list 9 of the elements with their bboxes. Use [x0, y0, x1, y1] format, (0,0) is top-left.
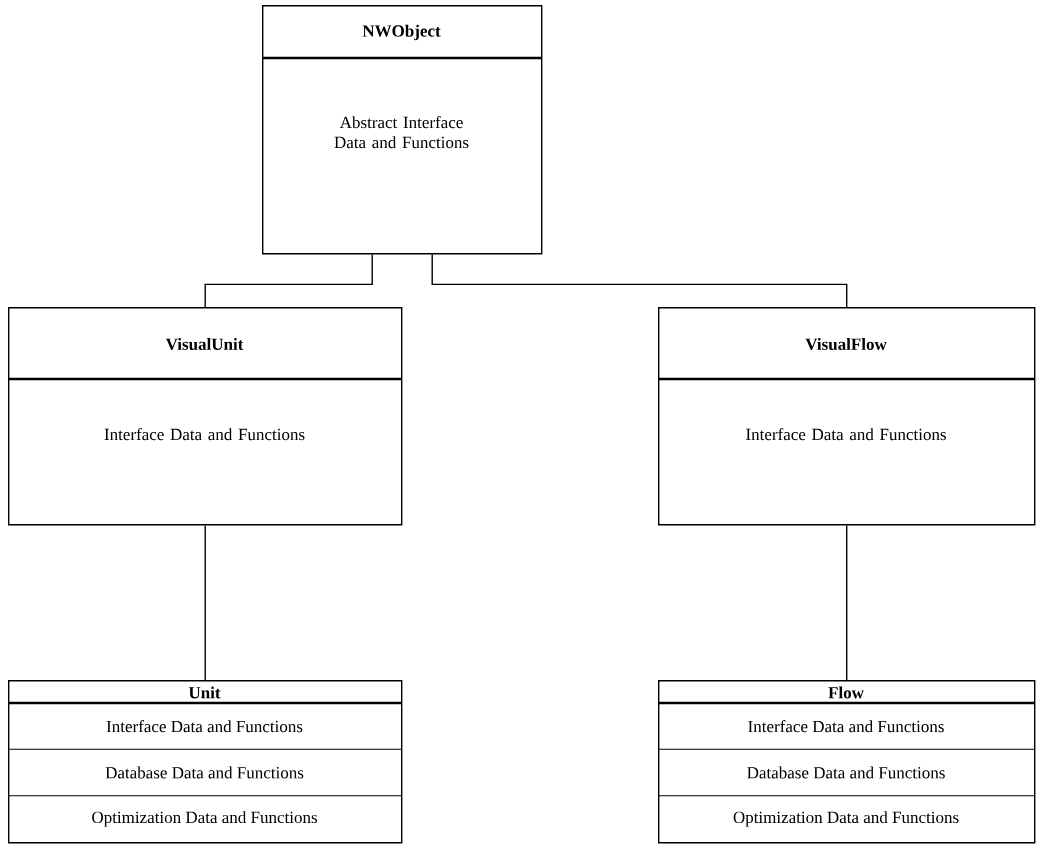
connector-line	[431, 253, 848, 308]
class-box: Flow Interface Data and Functions Database Data and Functions Optimization Data and Functions	[657, 680, 1036, 844]
connector-line	[204, 524, 206, 681]
class-box: Unit Interface Data and Functions Database Data and Functions Optimization Data and Functions	[7, 680, 403, 844]
class-box: VisualUnit Interface Data and Functions	[8, 307, 403, 526]
class-box: VisualFlow Interface Data and Functions	[658, 307, 1036, 526]
connector-line	[204, 253, 373, 308]
class-box: NWObject Abstract Interface Data and Functions	[262, 5, 543, 255]
connector-line	[846, 524, 848, 681]
